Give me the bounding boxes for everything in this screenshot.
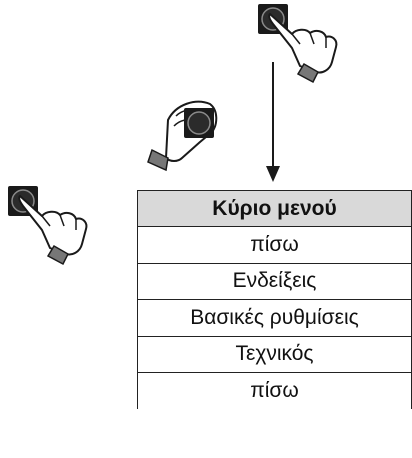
menu-item-basic-settings[interactable]: Βασικές ρυθμίσεις (137, 300, 412, 337)
arrow-down-icon (266, 62, 280, 182)
menu-item-indications[interactable]: Ενδείξεις (137, 263, 412, 301)
menu-item-back[interactable]: πίσω (137, 227, 412, 264)
hand-rotate-knob-icon (147, 100, 218, 172)
hand-press-knob-icon (8, 186, 88, 266)
menu-header: Κύριο μενού (137, 191, 412, 228)
menu-item-back[interactable]: πίσω (137, 372, 412, 410)
menu-item-technician[interactable]: Τεχνικός (137, 336, 412, 373)
main-menu-table: Κύριο μενού πίσω Ενδείξεις Βασικές ρυθμί… (137, 190, 412, 410)
hand-press-knob-icon (258, 4, 338, 84)
